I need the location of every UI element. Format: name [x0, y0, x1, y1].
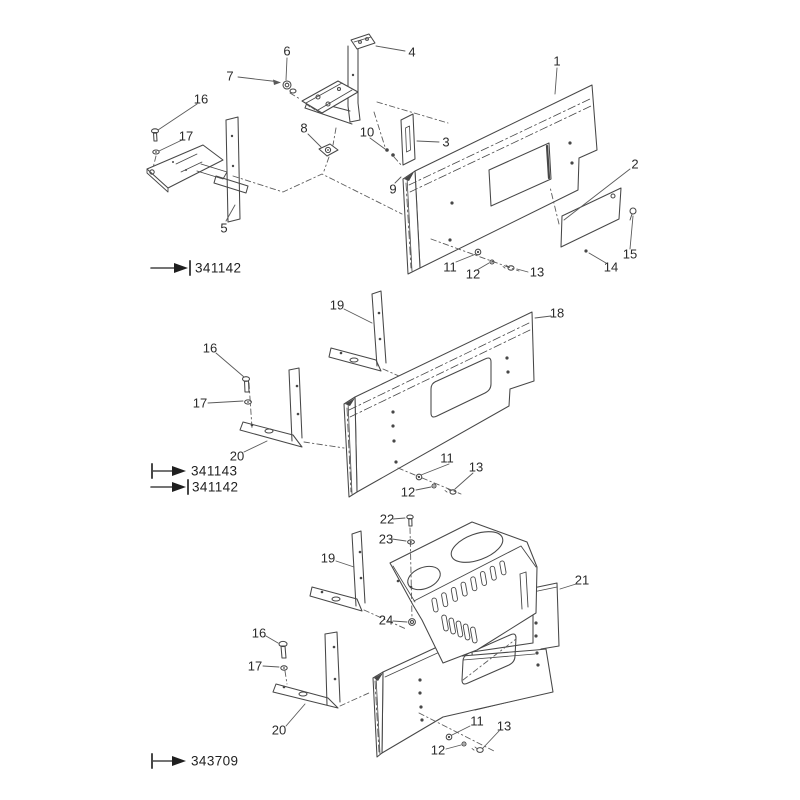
top-callout-13: 13: [529, 264, 545, 280]
alignment-dashes: [430, 186, 560, 272]
mid-callout-17: 17: [192, 395, 208, 411]
grille-slots-lower: [441, 614, 478, 644]
part-22-bolt: [406, 514, 414, 527]
part-17-washer: [244, 399, 252, 405]
callout-leaders: [262, 517, 577, 750]
bot-callout-11: 11: [470, 713, 484, 729]
part-3-side-bracket: [400, 113, 416, 166]
serial-range-from-icon: [151, 463, 186, 479]
part-20-bracket: [272, 631, 341, 709]
part-20-bracket: [239, 367, 303, 448]
support-plate: [146, 144, 228, 193]
fastener-cluster: [415, 473, 457, 495]
part-4-tall-bracket: [304, 33, 376, 125]
top-callout-4: 4: [408, 44, 416, 60]
top-callout-11: 11: [443, 259, 457, 275]
serial-range-from-icon: [151, 753, 186, 769]
bot-callout-13: 13: [496, 718, 512, 734]
part-19-bracket: [328, 290, 387, 372]
mid-callout-12: 12: [400, 484, 416, 500]
serial-range-up-to-icon: [150, 260, 191, 276]
bot-callout-12: 12: [430, 742, 446, 758]
part-18-panel: [343, 311, 535, 498]
top-callout-6: 6: [283, 43, 291, 59]
part-10-bolts: [385, 148, 395, 157]
part-2-access-plate: [560, 187, 622, 253]
part-17-washer: [152, 149, 160, 155]
part-16-bolt: [150, 128, 160, 142]
top-callout-15: 15: [622, 246, 638, 262]
bot-callout-16: 16: [251, 625, 267, 641]
mid-callout-19: 19: [329, 297, 345, 313]
top-callout-5: 5: [220, 220, 228, 236]
serial-code-mid-from: 341143: [191, 463, 238, 479]
grille-slots-upper: [431, 560, 507, 613]
bot-callout-24: 24: [378, 612, 394, 628]
top-callout-8: 8: [300, 120, 308, 136]
mid-callout-18: 18: [549, 305, 565, 321]
top-callout-7: 7: [226, 68, 234, 84]
top-callout-10: 10: [359, 124, 375, 140]
bot-callout-19: 19: [320, 550, 336, 566]
part-15-clip: [629, 207, 637, 221]
mid-callout-16: 16: [202, 340, 218, 356]
part-1-front-panel: [402, 84, 598, 275]
part-16-bolt: [241, 376, 251, 393]
serial-range-up-to-icon: [150, 479, 189, 495]
top-callout-3: 3: [442, 134, 450, 150]
part-17-washer: [280, 665, 288, 671]
part-5-bracket: [213, 116, 249, 223]
bottom-assembly-drawing: [151, 514, 577, 769]
part-19-bracket: [309, 530, 366, 612]
top-assembly-drawing: [146, 33, 637, 276]
mid-callout-11: 11: [440, 450, 454, 466]
part-16-bolt: [278, 640, 288, 659]
mounting-plate: [301, 80, 359, 114]
alignment-dashes: [397, 467, 462, 495]
part-6-nut: [282, 80, 297, 94]
top-callout-1: 1: [553, 53, 561, 69]
grille-cowl-panel: [389, 521, 538, 664]
serial-code-top: 341142: [195, 260, 242, 276]
part-23-washer: [407, 539, 415, 545]
serial-code-bottom: 343709: [191, 753, 239, 769]
bot-callout-20: 20: [271, 722, 287, 738]
callout-leaders: [207, 308, 552, 491]
top-callout-14: 14: [603, 259, 619, 275]
part-24-nut: [408, 618, 416, 626]
top-callout-16: 16: [193, 91, 209, 107]
part-8-pad: [318, 143, 339, 157]
top-callout-9: 9: [389, 181, 397, 197]
fastener-cluster: [474, 248, 515, 271]
top-callout-2: 2: [631, 156, 639, 172]
callout-leaders: [157, 45, 634, 273]
top-callout-17: 17: [178, 128, 194, 144]
bot-callout-17: 17: [247, 658, 263, 674]
fastener-cluster: [445, 733, 484, 753]
middle-assembly-drawing: [150, 290, 552, 498]
serial-code-mid-upto: 341142: [192, 479, 239, 495]
top-callout-12: 12: [465, 266, 481, 282]
bot-callout-23: 23: [378, 531, 394, 547]
mid-callout-20: 20: [229, 448, 245, 464]
lower-front-panel: [372, 633, 554, 758]
mid-callout-13: 13: [468, 459, 484, 475]
bot-callout-21: 21: [574, 572, 590, 588]
bot-callout-22: 22: [379, 511, 395, 527]
alignment-dashes: [284, 609, 407, 707]
